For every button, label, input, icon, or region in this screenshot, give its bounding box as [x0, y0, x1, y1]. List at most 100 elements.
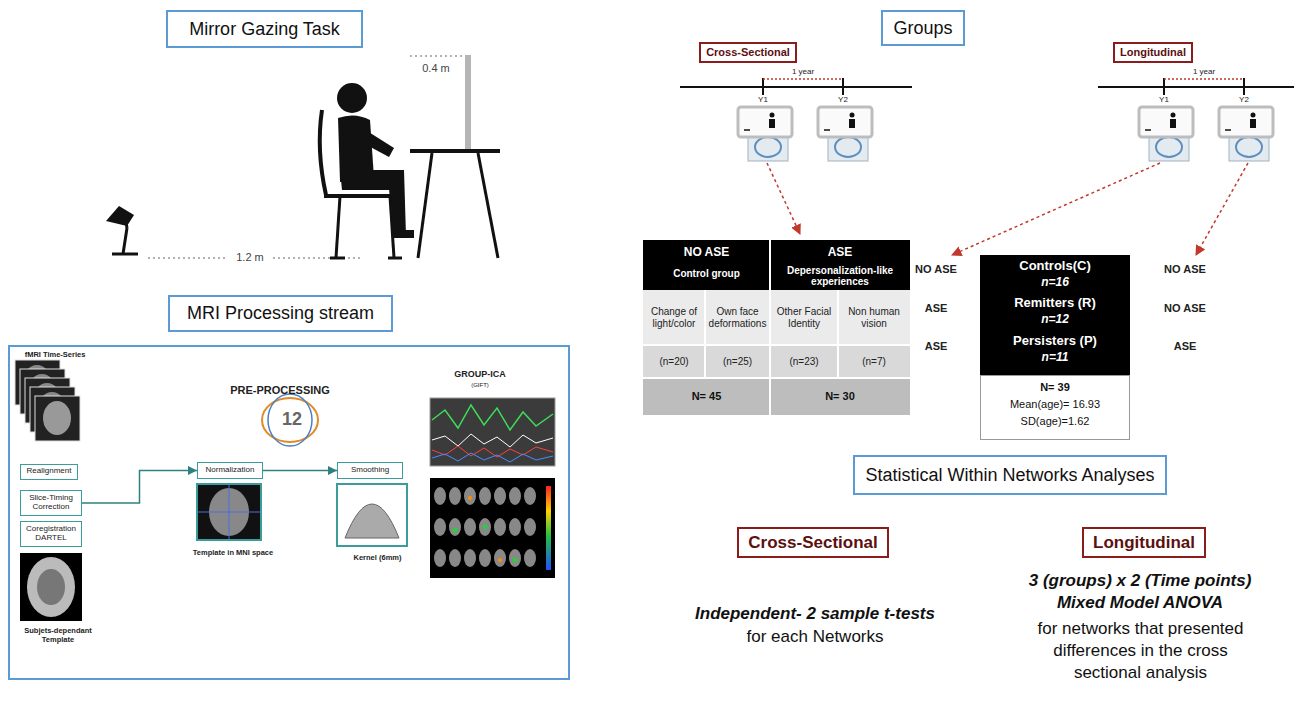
node-text: Remitters (R): [980, 296, 1130, 311]
label: 3 (groups) x 2 (Time points) Mixed Model…: [1015, 570, 1265, 614]
section-title: Groups: [881, 10, 965, 46]
group-table: [837, 290, 839, 378]
mri-images: [509, 487, 521, 505]
label: for each Networks: [665, 627, 965, 647]
step-box: Slice-Timing Correction: [20, 490, 82, 516]
mri-images: [345, 504, 399, 538]
design-tag: Cross-Sectional: [737, 527, 889, 558]
mirror-setup: [123, 228, 127, 254]
group-table: [704, 290, 706, 378]
timeline: [762, 78, 764, 95]
mirror-setup: [106, 206, 134, 226]
section-title: Mirror Gazing Task: [166, 10, 363, 48]
node-text: SD(age)=1.62: [981, 415, 1129, 428]
label: (n=23): [770, 345, 838, 378]
node-text: n=11: [980, 351, 1130, 365]
mirror-setup: [112, 253, 138, 256]
mirror-setup: [478, 153, 498, 258]
mirror-setup: [330, 257, 345, 260]
label: Change of light/color: [643, 290, 705, 345]
mirror-setup: [418, 153, 432, 258]
mri-images: [434, 518, 536, 536]
node-text: Cross-Sectional: [706, 46, 790, 59]
mirror-setup: [350, 124, 394, 157]
group-table: [643, 378, 910, 415]
label: Non human vision: [838, 290, 910, 345]
label: Depersonalization-like experiences: [770, 262, 910, 290]
mri-images: [197, 484, 261, 540]
node-text: Kernel (6mm): [335, 554, 420, 563]
timeline: [1139, 78, 1273, 161]
mirror-setup: [320, 110, 326, 195]
label: NO ASE: [643, 243, 770, 262]
step-box: Realignment: [20, 464, 78, 480]
mirror-setup: [106, 55, 500, 258]
mri-images: [432, 453, 553, 462]
node-text: Cross-Sectional: [748, 533, 877, 553]
node-text: Mirror Gazing Task: [189, 19, 340, 40]
mri-images: [268, 394, 312, 446]
group-table: [643, 240, 910, 290]
mri-images: [434, 549, 536, 567]
label: Y2: [835, 95, 851, 104]
mri-images: [479, 487, 491, 505]
node-text: PRE-PROCESSING: [210, 384, 350, 397]
flow-arrow: [263, 470, 337, 472]
timeline: [680, 78, 1294, 255]
mirror-setup: [336, 196, 340, 258]
node-text: Coregistration DARTEL: [25, 525, 78, 543]
label: N= 45: [643, 378, 770, 415]
step-box: Smoothing: [337, 462, 403, 479]
mri-images: [198, 512, 260, 513]
mri-images: [432, 434, 553, 447]
mri-images: [468, 496, 472, 500]
label: Y1: [1156, 95, 1172, 104]
node-text: Slice-Timing Correction: [25, 494, 78, 512]
mri-images: [524, 487, 536, 505]
node-text: n=16: [980, 276, 1130, 290]
label: 1 year: [1184, 67, 1224, 76]
node-text: Mean(age)= 16.93: [981, 398, 1129, 411]
node-text: Subjets-dependant Template: [18, 627, 98, 644]
node-text: MRI Processing stream: [187, 303, 374, 324]
mri-images: [453, 528, 458, 533]
timeline: [769, 119, 775, 128]
node-text: n=12: [980, 313, 1130, 327]
node-text: Template in MNI space: [190, 549, 276, 558]
timeline: [755, 137, 781, 157]
label: Control group: [643, 262, 770, 286]
node-text: Persisters (P): [980, 334, 1130, 349]
mri-images: [434, 487, 446, 505]
timeline: [770, 113, 775, 118]
mri-images: [432, 446, 553, 457]
label: ASE: [906, 302, 966, 315]
mri-images: [430, 398, 555, 466]
node-text: Groups: [893, 18, 952, 39]
node-text: Normalization: [206, 466, 255, 475]
mri-images: [434, 487, 536, 505]
mri-images: [498, 558, 502, 562]
node-text: Smoothing: [351, 466, 389, 475]
timeline: [849, 119, 855, 128]
node-text: Longitudinal: [1120, 46, 1186, 59]
mirror-setup: [388, 257, 402, 260]
mirror-setup: [388, 170, 406, 236]
section-title: MRI Processing stream: [168, 295, 393, 332]
mirror-setup: [126, 222, 127, 228]
timeline: [738, 78, 872, 161]
mri-images: [449, 487, 461, 505]
step-box: Normalization: [197, 462, 263, 479]
timeline: [1196, 163, 1248, 255]
section-title: Statistical Within Networks Analyses: [853, 455, 1167, 495]
label: NO ASE: [1150, 302, 1220, 315]
mri-images: [337, 484, 407, 546]
mirror-setup: [410, 149, 500, 153]
mri-images: [464, 487, 476, 505]
group-table: [643, 377, 910, 379]
mri-images: [546, 486, 551, 570]
label: ASE: [770, 243, 910, 262]
node-text: Controls(C): [980, 259, 1130, 274]
node-text: 12: [272, 409, 312, 430]
flow-arrow: [82, 471, 197, 504]
